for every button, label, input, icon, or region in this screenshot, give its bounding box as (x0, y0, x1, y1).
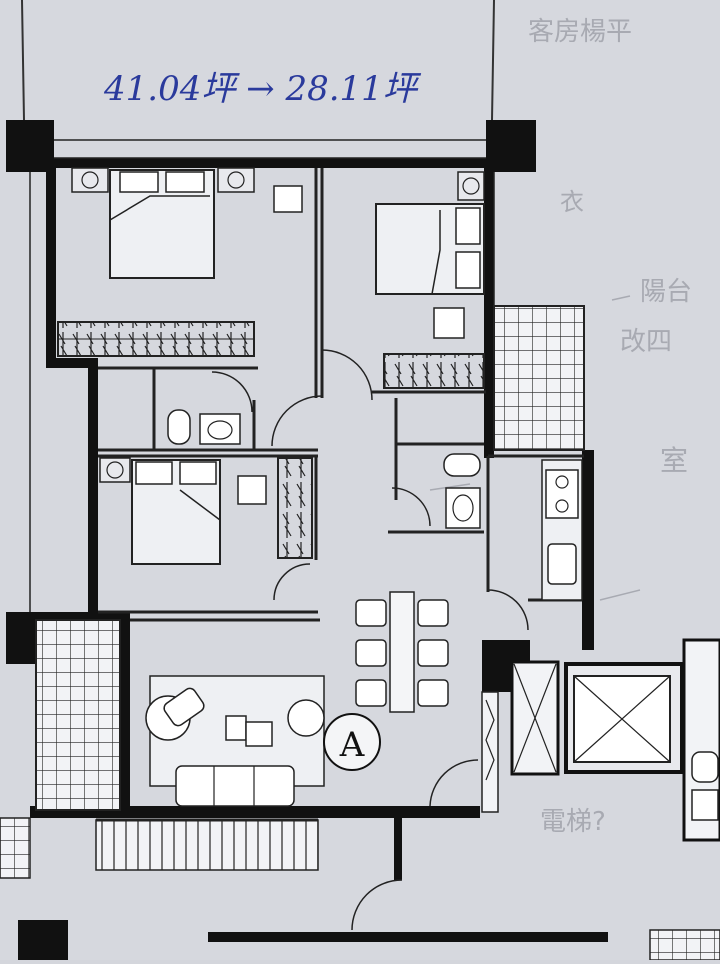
stove (545, 469, 579, 519)
balcony-rail-sides (29, 172, 495, 612)
toilet (167, 409, 191, 445)
coffee-table (245, 721, 273, 747)
balcony-tiles-right (493, 305, 585, 451)
pillow (165, 171, 205, 193)
balcony-tiles-left (35, 619, 121, 811)
basin (207, 420, 233, 440)
burner-icon (555, 499, 569, 513)
sofa-cushions (213, 766, 255, 806)
toilet (443, 453, 481, 477)
dining-chair (355, 599, 387, 627)
basin (452, 494, 474, 522)
dining-chair (417, 639, 449, 667)
second-bedroom (375, 171, 485, 389)
pillow (455, 207, 481, 245)
pillow (455, 251, 481, 289)
neighbour-balcony (0, 817, 31, 879)
door-swing (351, 879, 403, 931)
living-room: A (145, 675, 381, 807)
shaft (481, 691, 499, 813)
door-swing (211, 371, 253, 413)
nightstand (457, 171, 485, 201)
pencil-note-5: 室 (660, 444, 688, 477)
desk-chair (237, 475, 267, 505)
bed-sheet-fold (431, 210, 441, 295)
pencil-note-6: 電梯? (540, 807, 606, 837)
dining-area (355, 591, 449, 713)
interior-walls (98, 168, 584, 622)
door-swing (273, 563, 311, 601)
balcony-outline-top (21, 0, 495, 121)
armchair-back (163, 687, 205, 727)
sofa (175, 765, 295, 807)
pencil-note-2: 衣 (560, 188, 584, 216)
door-swing (391, 487, 431, 527)
lamp-icon (462, 177, 480, 195)
master-bedroom (57, 167, 303, 413)
basin-counter (691, 789, 719, 821)
desk-chair (273, 185, 303, 213)
lamp-icon (81, 171, 99, 189)
dining-chair (355, 679, 387, 707)
pencil-note-1: 客房楊平 (528, 17, 632, 47)
unit-label: A (339, 725, 365, 765)
wardrobe (383, 353, 485, 389)
bed-sheet-fold (179, 489, 221, 521)
elevator-shaft (510, 660, 560, 776)
burner-icon (555, 475, 569, 489)
balcony-rail-top (54, 139, 486, 159)
entry-door-swing (429, 759, 479, 807)
staircase (95, 818, 319, 871)
dining-chair (355, 639, 387, 667)
toilet (691, 751, 719, 783)
second-bathroom (391, 453, 481, 529)
desk-chair (433, 307, 465, 339)
side-table (225, 715, 247, 741)
bed-sheet-fold (109, 195, 210, 221)
stair-treads (95, 819, 319, 871)
door-swing (271, 395, 323, 447)
master-bathroom (167, 409, 241, 445)
pencil-strokes (429, 295, 641, 601)
pillow (179, 461, 217, 485)
pencil-note-4: 改四 (620, 327, 672, 357)
pillow (135, 461, 173, 485)
area-annotation: 41.04坪 → 28.11坪 (103, 69, 422, 109)
dining-table (389, 591, 415, 713)
wardrobe (277, 457, 313, 559)
round-stool (287, 699, 325, 737)
dining-chair (417, 679, 449, 707)
dining-chair (417, 599, 449, 627)
neighbour-tiles (649, 929, 720, 961)
basin-counter (445, 487, 481, 529)
kitchen (487, 459, 583, 631)
lamp-icon (106, 461, 124, 479)
elevator-core (481, 638, 720, 842)
sink (547, 543, 577, 585)
door-swing (321, 349, 373, 401)
unit-label-circle (323, 713, 381, 771)
door-swing (487, 589, 529, 631)
lamp-icon (227, 171, 245, 189)
pencil-note-3: 陽台 (640, 277, 692, 307)
third-bedroom (99, 457, 313, 601)
pillow (119, 171, 159, 193)
